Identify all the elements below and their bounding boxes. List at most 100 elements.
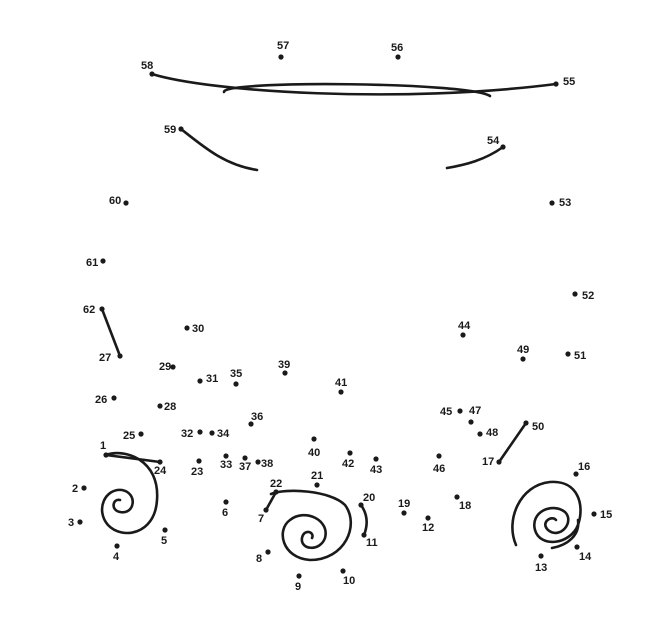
dot-number: 52	[582, 290, 594, 302]
dot-3: 3	[68, 517, 83, 529]
dot-number: 9	[295, 581, 301, 593]
dot-42: 42	[342, 450, 354, 470]
dot-17: 17	[482, 456, 502, 468]
dot-number: 6	[222, 507, 228, 519]
dot-40: 40	[308, 436, 320, 459]
dot-marker	[311, 436, 317, 442]
dot-1: 1	[100, 440, 109, 458]
dot-53: 53	[549, 197, 571, 209]
dot-marker	[573, 471, 579, 477]
dot-number: 30	[192, 323, 204, 335]
dot-marker	[117, 353, 123, 359]
dot-56: 56	[391, 42, 403, 60]
dot-marker	[500, 144, 506, 150]
dot-marker	[77, 519, 83, 525]
dot-number: 29	[159, 361, 171, 373]
dot-58: 58	[141, 60, 155, 77]
left-flower-spiral	[100, 451, 159, 535]
dot-marker	[223, 453, 229, 459]
dot-number: 43	[370, 464, 382, 476]
dot-61: 61	[86, 257, 106, 269]
right-shoulder-arc	[445, 145, 505, 170]
dot-4: 4	[113, 543, 120, 563]
right-stem-line	[497, 421, 528, 464]
dot-number: 5	[161, 535, 167, 547]
dot-48: 48	[477, 427, 498, 439]
dot-marker	[162, 527, 168, 533]
dot-number: 31	[206, 373, 218, 385]
dot-number: 18	[459, 500, 471, 512]
dot-number: 53	[559, 197, 571, 209]
dot-number: 3	[68, 517, 74, 529]
dot-number: 50	[532, 421, 544, 433]
dot-number: 60	[109, 195, 121, 207]
dot-marker	[114, 543, 120, 549]
dot-number: 10	[343, 575, 355, 587]
dot-marker	[99, 306, 105, 312]
dot-marker	[157, 403, 163, 409]
dot-marker	[436, 453, 442, 459]
dot-10: 10	[340, 568, 355, 587]
dot-marker	[395, 54, 401, 60]
dot-marker	[196, 458, 202, 464]
dot-21: 21	[311, 470, 323, 488]
dot-16: 16	[573, 461, 590, 477]
dot-number: 62	[83, 304, 95, 316]
dot-marker	[100, 258, 106, 264]
dot-marker	[572, 291, 578, 297]
dot-number: 48	[486, 427, 498, 439]
dot-number: 13	[535, 562, 547, 574]
center-flower-right	[359, 503, 368, 537]
dot-28: 28	[157, 401, 176, 413]
dot-60: 60	[109, 195, 129, 207]
dot-number: 35	[230, 368, 242, 380]
dot-number: 54	[487, 135, 500, 147]
dot-22: 22	[270, 478, 282, 495]
dot-number: 24	[154, 465, 167, 477]
dot-marker	[338, 389, 344, 395]
dot-marker	[538, 553, 544, 559]
dot-number: 14	[579, 551, 592, 563]
dot-number: 44	[458, 320, 471, 332]
center-flower-left	[264, 490, 278, 512]
dot-number: 61	[86, 257, 98, 269]
dot-55: 55	[553, 76, 575, 88]
dot-marker	[523, 420, 529, 426]
dot-marker	[197, 378, 203, 384]
dot-marker	[248, 421, 254, 427]
dot-marker	[457, 408, 463, 414]
dot-marker	[233, 381, 239, 387]
dot-13: 13	[535, 553, 547, 574]
pre-drawn-outline	[100, 72, 582, 562]
dot-number: 39	[278, 359, 290, 371]
dot-51: 51	[565, 350, 586, 362]
dot-number: 16	[578, 461, 590, 473]
dot-number: 41	[335, 377, 347, 389]
center-flower-spiral	[269, 489, 352, 562]
dot-marker	[242, 455, 248, 461]
dot-44: 44	[458, 320, 471, 338]
dot-number: 57	[277, 40, 289, 52]
dot-number: 59	[164, 124, 176, 136]
dot-number: 38	[261, 458, 273, 470]
dot-59: 59	[164, 124, 184, 136]
dot-number: 7	[258, 513, 264, 525]
dot-marker	[358, 502, 364, 508]
dot-number: 20	[363, 492, 375, 504]
dot-62: 62	[83, 304, 105, 316]
dot-27: 27	[99, 352, 123, 364]
dot-marker	[591, 511, 597, 517]
dot-34: 34	[209, 428, 230, 440]
dot-25: 25	[123, 430, 144, 442]
dot-43: 43	[370, 456, 382, 476]
dot-33: 33	[220, 453, 232, 471]
dot-marker	[373, 456, 379, 462]
dot-marker	[265, 549, 271, 555]
dot-6: 6	[222, 499, 229, 519]
dot-46: 46	[433, 453, 445, 475]
dot-marker	[223, 499, 229, 505]
dot-2: 2	[72, 483, 87, 495]
dot-number: 23	[191, 466, 203, 478]
dot-marker	[574, 544, 580, 550]
